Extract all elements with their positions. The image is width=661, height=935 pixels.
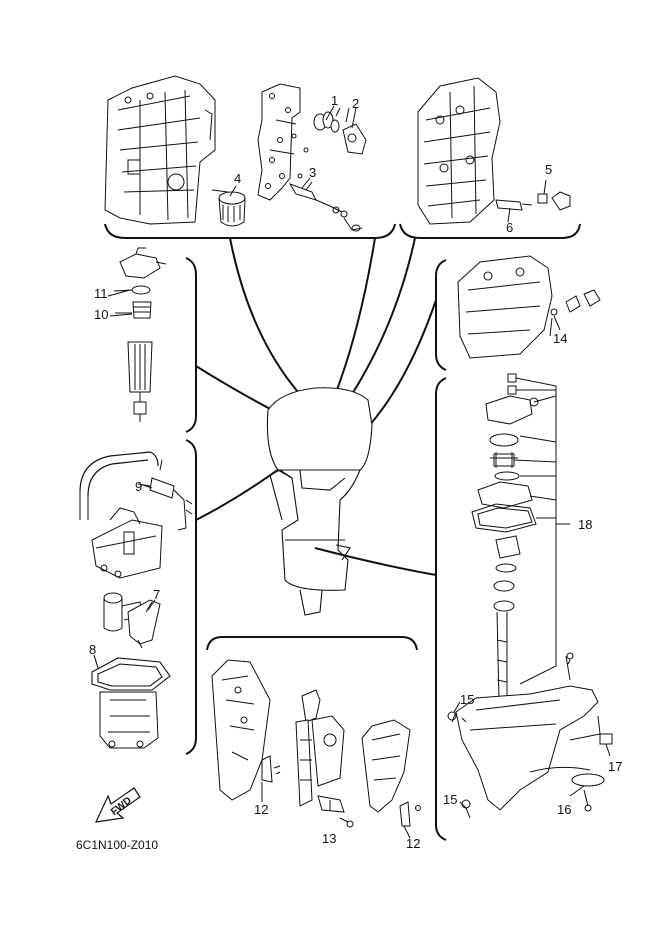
callout-3: 3 (309, 165, 317, 180)
fuel-filter-housing (99, 691, 159, 749)
fwd-arrow-icon (94, 787, 141, 823)
callout-1: 1 (331, 93, 339, 108)
left-lower-bracket (185, 439, 197, 755)
callout-4: 4 (234, 171, 242, 186)
callout-14: 14 (553, 331, 568, 346)
gasket-8 (91, 654, 171, 691)
callout-5: 5 (545, 162, 553, 177)
callout-12-right: 12 (406, 836, 421, 851)
lower-unit (447, 652, 613, 819)
callout-11: 11 (94, 286, 108, 301)
vapor-separator (91, 507, 163, 579)
thermostat-parts (313, 107, 367, 155)
callout-10: 10 (94, 307, 109, 322)
clamp-bracket-left (211, 659, 281, 801)
cover-plate (257, 83, 309, 201)
callout-2: 2 (352, 96, 360, 111)
callout-15-upper: 15 (460, 692, 475, 707)
callout-9: 9 (135, 479, 143, 494)
cylinder-head (417, 77, 501, 225)
callout-17: 17 (608, 759, 623, 774)
callout-15-lower: 15 (443, 792, 458, 807)
spark-plug-parts (495, 179, 571, 223)
diagram-code: 6C1N100-Z010 (76, 838, 159, 852)
callout-8: 8 (89, 642, 97, 657)
leader-18 (513, 377, 570, 685)
bottom-bracket (206, 636, 418, 651)
leader-lines (195, 237, 437, 576)
fuel-pump (103, 592, 161, 649)
callout-7: 7 (153, 587, 161, 602)
callout-6: 6 (506, 220, 514, 235)
fuel-filter (113, 247, 167, 422)
callout-13: 13 (322, 831, 337, 846)
clamp-bracket-right (361, 719, 421, 827)
callout-12-left: 12 (254, 802, 269, 817)
left-upper-bracket (185, 257, 197, 433)
water-pump-stack (471, 373, 539, 701)
engine-block-left (104, 75, 216, 225)
callout-leaders (107, 105, 611, 839)
anode-part-3 (288, 181, 363, 232)
top-left-bracket (104, 223, 396, 239)
upper-casing (457, 255, 601, 359)
callout-16: 16 (557, 802, 572, 817)
top-right-bracket (399, 223, 581, 239)
tilt-trim-unit (295, 689, 354, 828)
right-lower-bracket (435, 377, 447, 841)
right-upper-bracket (435, 259, 447, 371)
outboard-motor (266, 387, 373, 616)
callout-18: 18 (578, 517, 593, 532)
oil-filter (211, 189, 246, 227)
